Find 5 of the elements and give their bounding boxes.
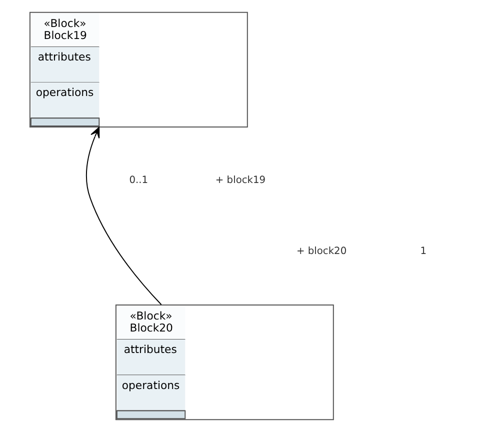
arrow [86,126,162,306]
label: + block19 [215,174,266,186]
label: 0..1 [129,174,148,186]
label: + block20 [296,246,347,258]
label: 1 [420,246,427,258]
